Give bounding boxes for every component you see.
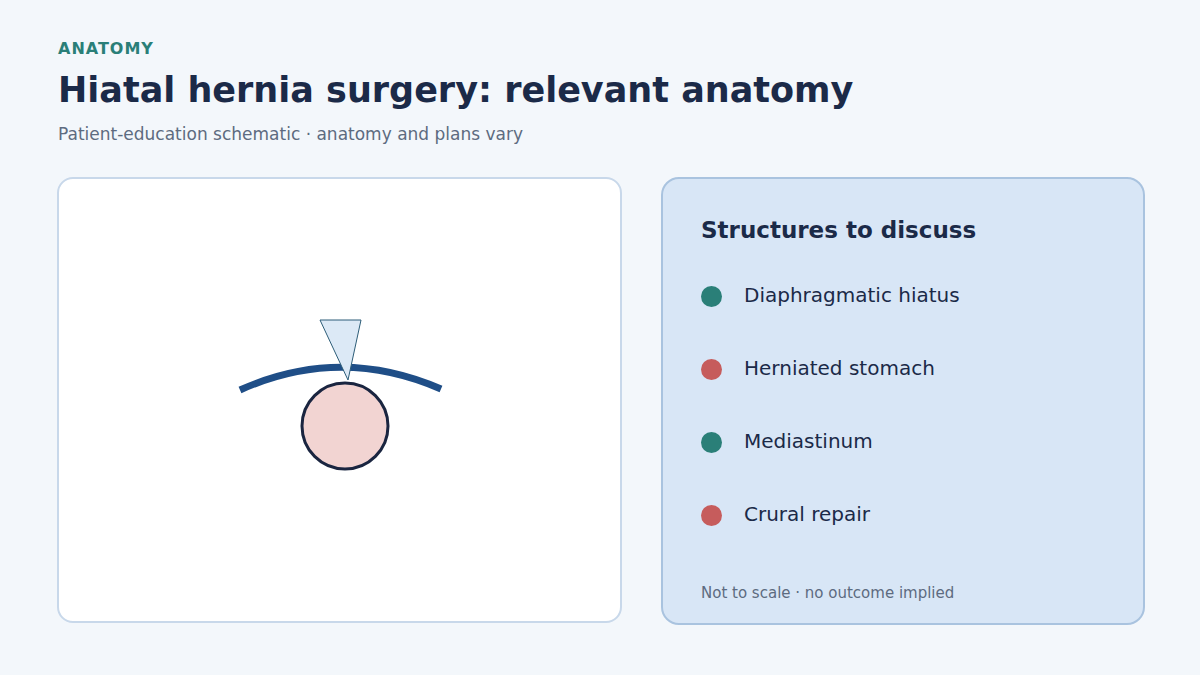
legend-text: Herniated stomach	[744, 356, 935, 380]
stomach-circle	[302, 383, 388, 469]
page-title: Hiatal hernia surgery: relevant anatomy	[58, 70, 853, 110]
legend-text: Mediastinum	[744, 429, 873, 453]
legend-dot	[701, 505, 722, 526]
panel-footnote: Not to scale · no outcome implied	[701, 584, 954, 602]
legend-dot	[701, 286, 722, 307]
legend-text: Crural repair	[744, 502, 870, 526]
subtitle: Patient-education schematic · anatomy an…	[58, 124, 523, 144]
section-label: ANATOMY	[58, 39, 154, 58]
legend-text: Diaphragmatic hiatus	[744, 283, 960, 307]
esophagus-triangle	[320, 320, 361, 380]
legend-dot	[701, 432, 722, 453]
legend-panel: Structures to discussNot to scale · no o…	[661, 177, 1145, 625]
legend-dot	[701, 359, 722, 380]
panel-heading: Structures to discuss	[701, 217, 976, 243]
